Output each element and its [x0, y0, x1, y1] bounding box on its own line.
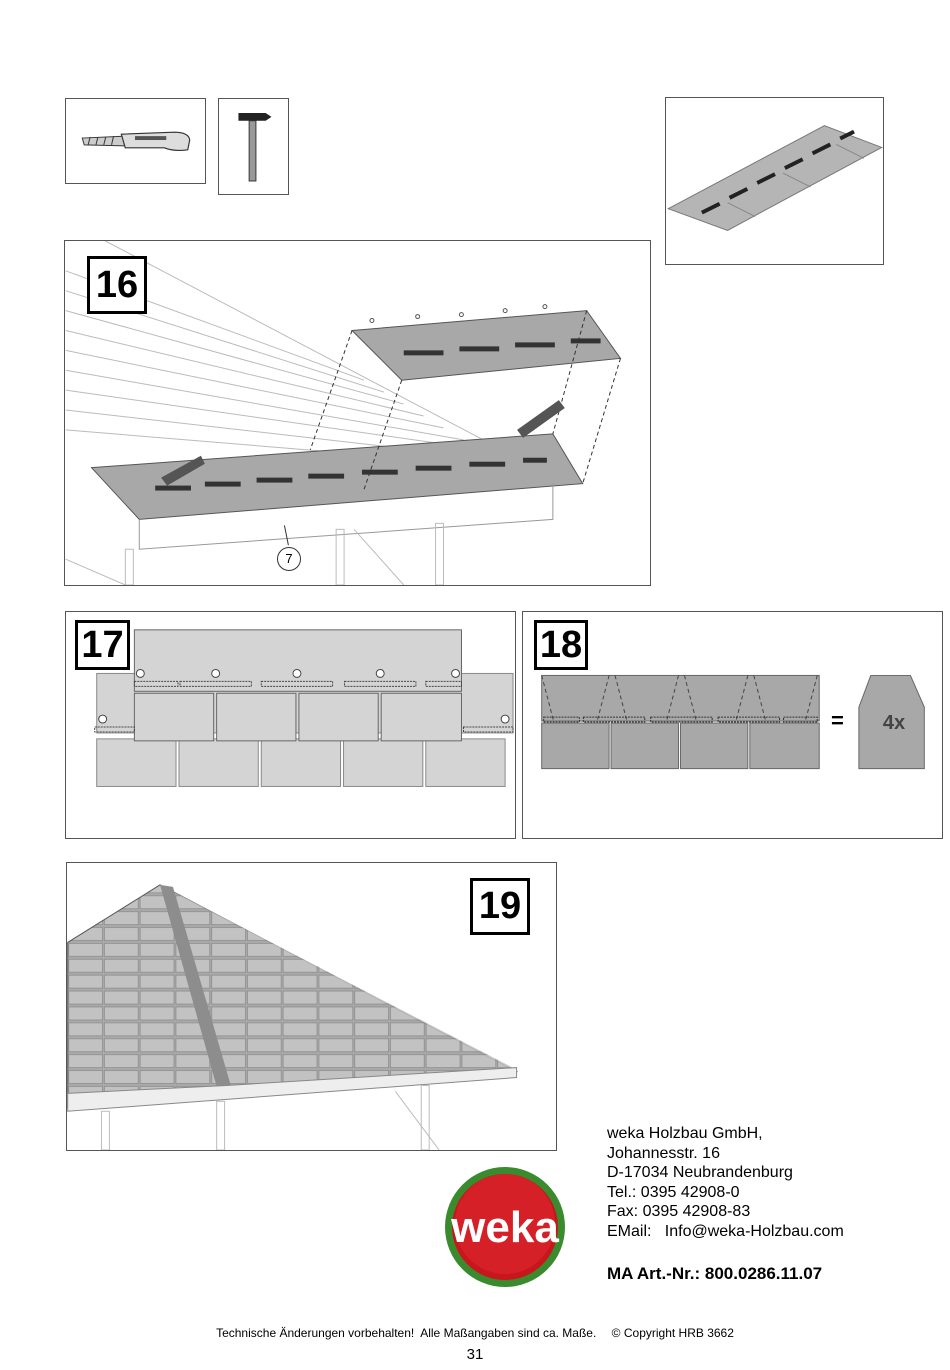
disclaimer: Technische Änderungen vorbehalten! Alle …	[216, 1326, 597, 1340]
step-19-panel: 19	[66, 862, 557, 1151]
part-callout: 7	[277, 547, 301, 571]
article-number: MA Art.-Nr.: 800.0286.11.07	[607, 1264, 823, 1283]
city: D-17034 Neubrandenburg	[607, 1164, 793, 1182]
company-name: weka Holzbau GmbH,	[607, 1125, 763, 1142]
logo-text: weka	[450, 1203, 559, 1252]
utility-knife-icon	[81, 131, 191, 152]
weka-logo: weka	[444, 1166, 566, 1288]
copyright: © Copyright HRB 3662	[611, 1326, 734, 1340]
step-number: 17	[75, 620, 130, 670]
address-block: weka Holzbau GmbH, Johannesstr. 16 D-170…	[607, 1124, 844, 1242]
step-16-panel: 16 7	[64, 240, 651, 586]
phone: Tel.: 0395 42908-0	[607, 1183, 740, 1201]
fax: Fax: 0395 42908-83	[607, 1203, 751, 1221]
step-number: 19	[470, 878, 530, 935]
email: EMail: Info@weka-Holzbau.com	[607, 1222, 844, 1240]
step-number: 16	[87, 256, 147, 314]
equals-sign: =	[831, 708, 844, 733]
step-18-panel: 18 = 4x	[522, 611, 943, 839]
utility-knife-panel	[65, 98, 206, 184]
step-number: 18	[534, 620, 588, 670]
multiplier-label: 4x	[882, 712, 906, 734]
street: Johannesstr. 16	[607, 1144, 720, 1162]
hammer-panel	[218, 98, 289, 195]
step-17-panel: 17	[65, 611, 516, 839]
shingle-strip-panel	[665, 97, 884, 265]
hammer-icon	[238, 112, 272, 182]
footer: Technische Änderungen vorbehalten! Alle …	[0, 1326, 950, 1340]
page-number: 31	[466, 1346, 484, 1363]
